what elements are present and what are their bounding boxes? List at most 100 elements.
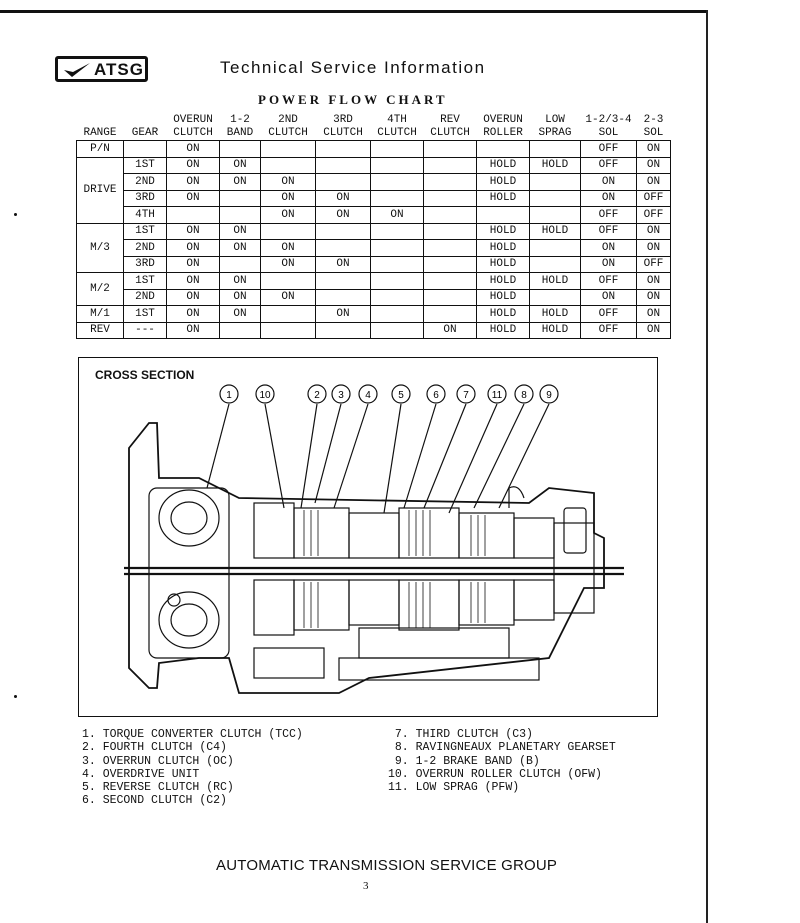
table-cell: ON [636,140,671,158]
table-cell: ON [219,222,261,240]
callout-number: 4 [365,390,371,401]
top-rule [0,10,706,13]
column-header: 3RD CLUTCH [323,114,363,139]
range-cell: DRIVE [76,156,124,224]
gear-cell: --- [123,321,167,339]
callout-circle [426,384,446,404]
table-cell: HOLD [476,288,530,306]
table-cell: ON [636,305,671,323]
column-header: RANGE [83,127,117,139]
table-cell [260,222,316,240]
cross-section-title: CROSS SECTION [95,368,195,382]
table-cell [370,173,424,191]
table-cell: ON [580,173,637,191]
legend-right: 7. THIRD CLUTCH (C3) 8. RAVINGNEAUX PLAN… [388,728,616,794]
table-cell [219,189,261,207]
table-cell: ON [636,173,671,191]
callout-circle [307,384,327,404]
column-header: OVERUN ROLLER [483,114,523,139]
table-cell: ON [166,305,220,323]
page-title: Technical Service Information [220,58,486,77]
range-cell: P/N [76,140,124,158]
legend-item: 6. SECOND CLUTCH (C2) [82,794,227,808]
callout-number: 2 [314,390,320,401]
legend-item: 9. 1-2 BRAKE BAND (B) [388,754,540,768]
callout-circle [255,384,275,404]
callout-number: 1 [226,390,232,401]
legend-item: 3. OVERRUN CLUTCH (OC) [82,754,234,768]
table-cell [260,272,316,290]
table-cell [423,305,477,323]
table-cell: ON [315,206,371,224]
range-cell: M/1 [76,305,124,323]
table-cell: ON [260,173,316,191]
column-header: OVERUN CLUTCH [173,114,213,139]
table-cell [370,288,424,306]
table-cell [370,272,424,290]
table-cell: OFF [580,305,637,323]
table-cell: HOLD [529,305,581,323]
range-cell: REV [76,321,124,339]
table-cell: ON [219,156,261,174]
callout-number: 9 [546,390,552,401]
footer: AUTOMATIC TRANSMISSION SERVICE GROUP [216,857,558,874]
table-cell: HOLD [529,222,581,240]
checkmark-icon [64,63,90,77]
table-cell: ON [166,140,220,158]
table-cell [315,140,371,158]
table-cell: ON [219,305,261,323]
table-cell [260,305,316,323]
table-cell: ON [166,321,220,339]
table-cell: HOLD [476,305,530,323]
callout-number: 7 [463,390,469,401]
table-cell: ON [636,321,671,339]
table-cell [423,239,477,257]
table-cell [219,255,261,273]
column-header: 1-2/3-4 SOL [585,114,632,139]
gear-cell: 4TH [123,206,167,224]
table-cell [370,305,424,323]
table-cell [423,189,477,207]
table-cell [529,189,581,207]
table-cell [529,173,581,191]
range-cell: M/2 [76,272,124,306]
table-cell: OFF [580,321,637,339]
range-cell: M/3 [76,222,124,273]
table-cell: OFF [580,272,637,290]
column-header: 2-3 SOL [643,114,664,139]
callout-circle [539,384,559,404]
table-cell [476,206,530,224]
table-cell: ON [260,239,316,257]
callout-circle [219,384,239,404]
callout-number: 3 [338,390,344,401]
gear-cell: 2ND [123,173,167,191]
table-cell: ON [219,288,261,306]
callout-number: 10 [259,390,271,401]
callout-number: 11 [492,390,503,401]
table-cell: ON [166,173,220,191]
table-cell: HOLD [529,321,581,339]
table-cell [370,321,424,339]
right-rule [706,10,708,923]
table-cell [423,222,477,240]
table-cell: OFF [580,156,637,174]
table-cell: ON [636,272,671,290]
table-cell: OFF [580,140,637,158]
table-cell [529,140,581,158]
gear-cell: 2ND [123,288,167,306]
table-cell: ON [636,222,671,240]
table-cell [476,140,530,158]
table-cell [370,140,424,158]
legend-item: 4. OVERDRIVE UNIT [82,767,200,781]
column-header: REV CLUTCH [430,114,470,139]
table-cell [166,206,220,224]
gear-cell: 2ND [123,239,167,257]
gear-cell: 1ST [123,156,167,174]
